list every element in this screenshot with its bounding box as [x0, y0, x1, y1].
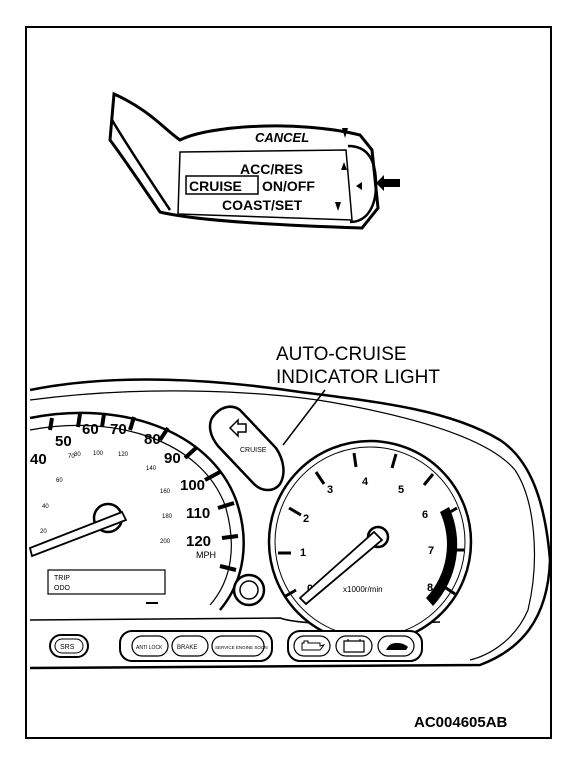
battery-light [335, 635, 373, 657]
tachometer-unit: x1000r/min [343, 585, 383, 594]
push-direction-icon [376, 175, 400, 191]
kmh-180: 180 [162, 514, 173, 520]
speed-90: 90 [164, 450, 181, 467]
kmh-70: 70 [68, 454, 75, 460]
cruise-label: CRUISE [189, 178, 242, 194]
stalk-end-cap [347, 144, 378, 224]
indicator-cruise-text: CRUISE [240, 447, 267, 454]
end-cap-arrow-icon [356, 182, 362, 190]
door-ajar-icon [386, 643, 408, 650]
odometer-display [47, 569, 166, 595]
rpm-7: 7 [428, 545, 434, 557]
brake-label: BRAKE [177, 645, 197, 651]
speed-50: 50 [55, 433, 72, 450]
callout-leader-line [282, 389, 326, 446]
oil-can-icon [301, 640, 326, 651]
rpm-5: 5 [398, 484, 404, 496]
cruise-arrow-icon [228, 418, 247, 438]
speed-120: 120 [186, 533, 211, 550]
rpm-8: 8 [427, 582, 433, 594]
figure-code: AC004605AB [414, 714, 508, 731]
tachometer: 0 1 2 3 4 5 6 7 8 x1000r/min [267, 439, 473, 645]
acc-res-arrow-icon [341, 162, 347, 170]
callout-line-2: INDICATOR LIGHT [276, 367, 440, 388]
coast-set-label: COAST/SET [222, 197, 303, 213]
speedometer-needle [28, 510, 128, 558]
on-off-label: ON/OFF [262, 178, 315, 194]
cruise-control-stalk: CANCEL ACC/RES CRUISE ON/OFF COAST/SET [108, 91, 400, 230]
cluster-housing-inner [29, 390, 536, 661]
kmh-60: 60 [56, 478, 63, 484]
srs-light-inner [54, 638, 84, 654]
kmh-100: 100 [93, 451, 104, 457]
cancel-arrow-icon [342, 128, 348, 138]
stalk-lower-edge [110, 119, 172, 211]
diagram-frame [25, 26, 552, 739]
speed-70: 70 [110, 421, 127, 438]
antilock-label: ANTI LOCK [136, 645, 163, 651]
speed-80: 80 [144, 431, 161, 448]
kmh-200: 200 [160, 539, 171, 545]
brake-light [171, 635, 209, 657]
warning-light-strip: SRS ANTI LOCK BRAKE SERVICE ENGINE SOON [49, 630, 423, 662]
speed-100: 100 [180, 477, 205, 494]
rpm-1: 1 [300, 547, 306, 559]
kmh-20: 20 [40, 529, 47, 535]
speedometer-bezel [29, 411, 245, 611]
trip-reset-knob-inner [239, 580, 259, 600]
rpm-2: 2 [303, 513, 309, 525]
kmh-120: 120 [118, 452, 129, 458]
kmh-80: 80 [74, 452, 81, 458]
oil-light [293, 635, 331, 657]
speed-110: 110 [186, 505, 210, 522]
speed-60: 60 [82, 421, 99, 438]
antilock-light [131, 635, 169, 657]
callout-line-1: AUTO-CRUISE [276, 344, 407, 365]
auto-cruise-indicator-light: CRUISE [208, 405, 285, 492]
tachometer-needle [298, 530, 384, 606]
odometer-trip-label: TRIP [54, 575, 70, 582]
speedometer-major-ticks [48, 413, 239, 572]
speedometer: 40 50 60 70 80 90 100 110 120 20 40 60 7… [28, 411, 245, 611]
kmh-140: 140 [146, 466, 157, 472]
cluster-housing-outer [29, 378, 552, 670]
coast-set-arrow-icon [335, 202, 341, 211]
srs-label: SRS [60, 644, 75, 651]
cancel-label: CANCEL [255, 130, 309, 145]
indicator-light-housing [208, 405, 285, 492]
rpm-6: 6 [422, 509, 428, 521]
battery-icon [343, 639, 365, 653]
cruise-label-box [185, 175, 259, 195]
service-engine-light [211, 635, 265, 657]
service-engine-label: SERVICE ENGINE SOON [215, 645, 268, 650]
speed-40: 40 [30, 451, 47, 468]
tachometer-redline [426, 507, 458, 606]
speedometer-face [29, 424, 232, 606]
rpm-4: 4 [362, 476, 369, 488]
kmh-40: 40 [42, 504, 49, 510]
kmh-160: 160 [160, 489, 171, 495]
odometer-odo-label: ODO [54, 585, 71, 592]
acc-res-label: ACC/RES [240, 161, 303, 177]
rpm-3: 3 [327, 484, 333, 496]
stalk-face [177, 149, 353, 221]
speed-unit: MPH [196, 550, 216, 560]
